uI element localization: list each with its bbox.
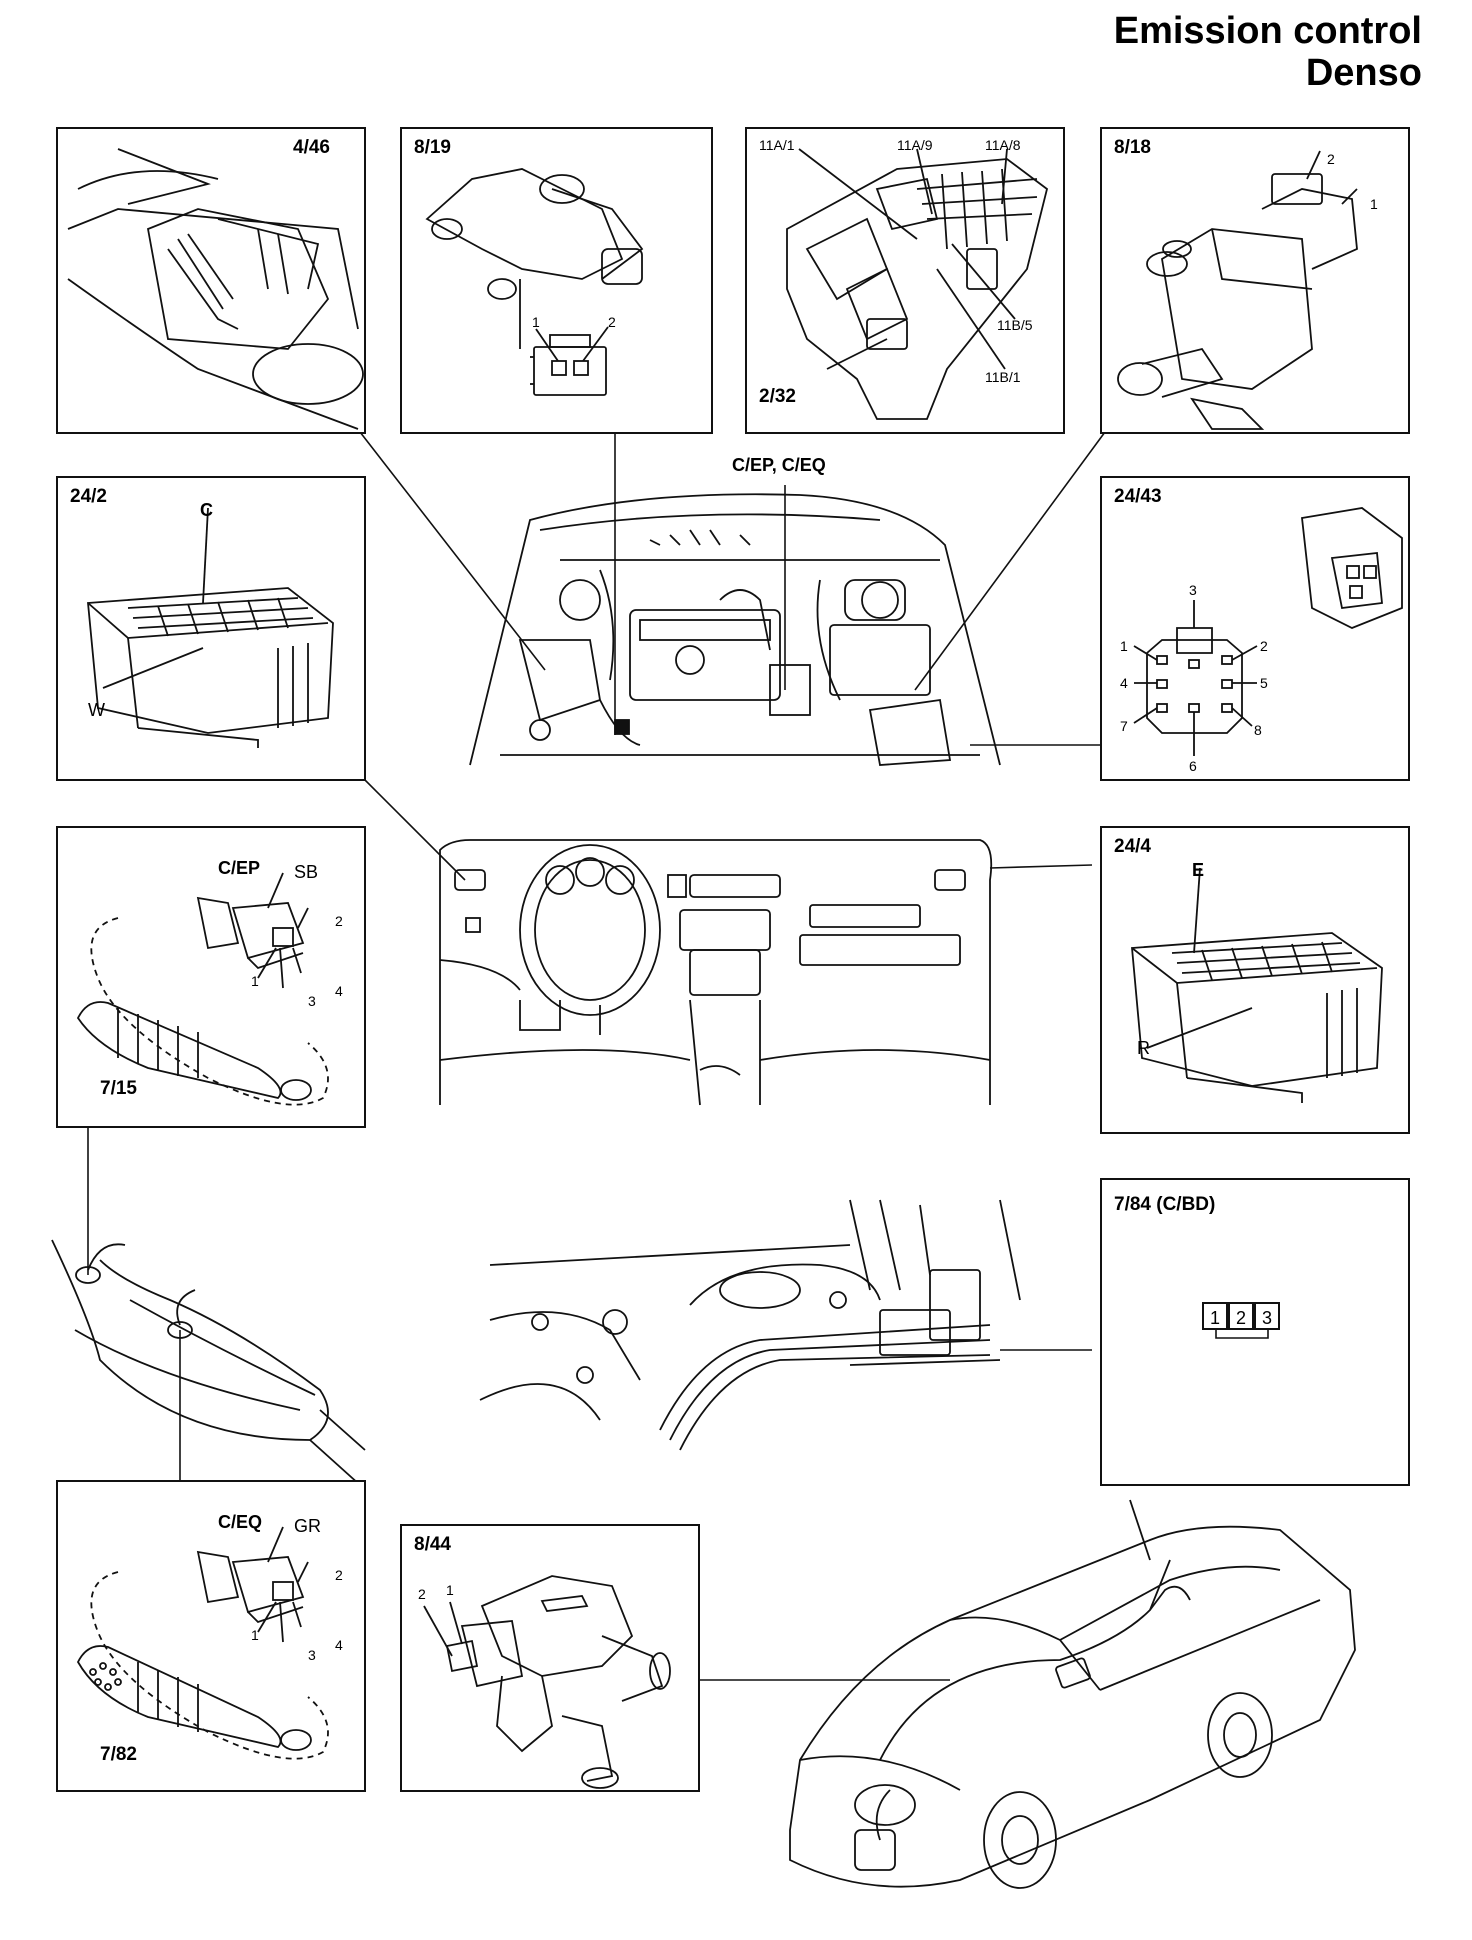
pin-4-label: 4 <box>1120 675 1128 691</box>
panel-24-2: 24/2 C W <box>56 476 366 781</box>
dashboard-drawing <box>439 839 993 1106</box>
pin-3-label: 3 <box>308 993 316 1009</box>
connector-8pin-illustration <box>1133 507 1403 756</box>
connector-c-label: C <box>200 500 213 520</box>
fuse-box-illustration <box>786 148 1049 420</box>
panel-label: 7/84 (C/BD) <box>1114 1194 1216 1215</box>
pin-3-label: 3 <box>308 1647 316 1663</box>
pin-4-label: 4 <box>335 1637 343 1653</box>
pin-3-cell: 3 <box>1254 1302 1280 1330</box>
panel-8-44: 8/44 2 1 <box>400 1524 700 1792</box>
panel-4-46: 4/46 <box>56 127 366 434</box>
pin-2-label: 2 <box>608 314 616 330</box>
pin-1-label: 1 <box>251 973 259 989</box>
panel-8-19: 8/19 1 2 <box>400 127 713 434</box>
color-code-label: GR <box>294 1516 321 1536</box>
connector-label: C/EQ <box>218 1512 263 1532</box>
relay-box-illustration <box>67 148 364 430</box>
title-line-1: Emission control <box>1113 10 1422 52</box>
panel-label: 8/18 <box>1114 137 1151 158</box>
connector-r-label: R <box>1137 1038 1150 1058</box>
pin-1-label: 1 <box>532 314 540 330</box>
pin-bridge-illustration <box>1215 1330 1269 1339</box>
panel-fuse-box: 11A/1 11A/9 11A/8 11B/5 11B/1 2/32 <box>745 127 1065 434</box>
pin-1-label: 1 <box>251 1627 259 1643</box>
pin-2-label: 2 <box>418 1586 426 1602</box>
control-module-e-illustration <box>1131 867 1383 1103</box>
label-2-32: 2/32 <box>759 386 796 407</box>
pin-8-label: 8 <box>1254 722 1262 738</box>
color-code-label: SB <box>294 862 319 882</box>
pin-5-label: 5 <box>1260 675 1268 691</box>
pin-2-label: 2 <box>335 1567 343 1583</box>
pin-2-label: 2 <box>335 913 343 929</box>
exhaust-drawing <box>51 1239 366 1486</box>
solenoid-valve-illustration <box>1117 150 1358 430</box>
pin-1-label: 1 <box>1120 638 1128 654</box>
pin-4-label: 4 <box>335 983 343 999</box>
label-11b-5: 11B/5 <box>997 317 1033 333</box>
pin-3-label: 3 <box>1189 582 1197 598</box>
connector-e-label: E <box>1192 860 1205 880</box>
pin-1-label: 1 <box>1370 196 1378 212</box>
label-11a-9: 11A/9 <box>897 137 933 153</box>
engine-connector-label: C/EP, C/EQ <box>732 455 826 475</box>
title-line-2: Denso <box>1305 52 1422 94</box>
pin-2-cell: 2 <box>1228 1302 1254 1330</box>
panel-label: 8/44 <box>414 1534 451 1555</box>
label-11a-1: 11A/1 <box>759 137 795 153</box>
pin-7-label: 7 <box>1120 718 1128 734</box>
oxygen-sensor-rear-illustration <box>76 1526 329 1760</box>
pin-1-label: 1 <box>446 1582 454 1598</box>
panel-label: 4/46 <box>293 137 330 158</box>
engine-bay-drawing <box>469 493 1001 766</box>
control-module-illustration <box>87 507 334 748</box>
trunk-wiring-drawing <box>479 1199 1021 1451</box>
panel-24-43: 24/43 3 1 2 4 5 7 8 6 <box>1100 476 1410 781</box>
page-title: Emission control Denso <box>1114 10 1422 94</box>
pin-2-label: 2 <box>1260 638 1268 654</box>
panel-label: 24/4 <box>1114 836 1151 857</box>
pin-1-cell: 1 <box>1202 1302 1228 1330</box>
valve-8-44-illustration <box>423 1575 671 1789</box>
connector-w-label: W <box>88 700 105 720</box>
panel-c-eq: C/EQ GR 2 1 3 4 7/82 <box>56 1480 366 1792</box>
panel-24-4: 24/4 E R <box>1100 826 1410 1134</box>
panel-7-84: 7/84 (C/BD) 1 2 3 <box>1100 1178 1410 1486</box>
connector-label: C/EP <box>218 858 261 878</box>
car-drawing <box>789 1499 1356 1889</box>
panel-8-18: 8/18 2 1 <box>1100 127 1410 434</box>
pin-6-label: 6 <box>1189 758 1197 774</box>
oxygen-sensor-front-illustration <box>76 872 329 1106</box>
label-11b-1: 11B/1 <box>985 369 1021 385</box>
panel-label: 24/43 <box>1114 486 1162 507</box>
valve-connector-illustration <box>425 168 644 396</box>
label-11a-8: 11A/8 <box>985 137 1021 153</box>
panel-label: 24/2 <box>70 486 107 507</box>
part-number-label: 7/82 <box>100 1744 137 1765</box>
pin-2-label: 2 <box>1327 151 1335 167</box>
panel-c-ep: C/EP SB 2 1 3 4 7/15 <box>56 826 366 1128</box>
part-number-label: 7/15 <box>100 1078 137 1099</box>
panel-label: 8/19 <box>414 137 451 158</box>
